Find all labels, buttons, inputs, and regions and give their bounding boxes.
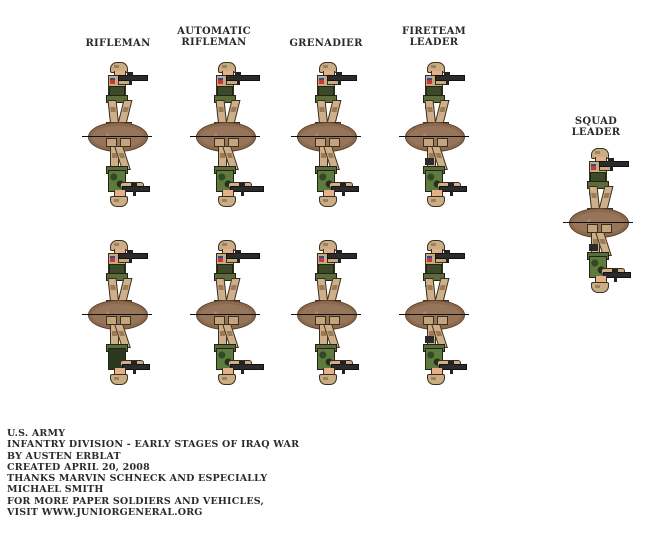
credit-line: CREATED APRIL 20, 2008: [7, 461, 150, 473]
rifle-icon: [230, 361, 264, 374]
soldier-figure-rifleman: [82, 62, 168, 212]
rifle-icon: [122, 183, 150, 196]
credit-line: FOR MORE PAPER SOLDIERS AND VEHICLES,: [7, 495, 265, 507]
ammo-pouch: [587, 181, 609, 189]
rifle-icon: [331, 183, 359, 196]
credit-line: MICHAEL SMITH: [7, 484, 104, 496]
helmet-icon: [319, 196, 337, 207]
boot: [329, 316, 340, 325]
label-rifleman: RIFLEMAN: [85, 38, 151, 49]
ammo-pouch: [106, 95, 128, 103]
rifle-icon: [439, 361, 467, 374]
rifle-icon: [603, 269, 631, 282]
soldier-figure-rifleman: [82, 240, 168, 390]
boot: [120, 316, 131, 325]
fold-line: [399, 314, 469, 315]
credit-line: U.S. ARMY: [7, 428, 66, 439]
fold-line: [190, 314, 260, 315]
rifle-icon: [327, 72, 357, 85]
label-fireteam-leader: FIRETEAM LEADER: [401, 26, 467, 48]
label-automatic-rifleman: AUTOMATIC RIFLEMAN: [177, 26, 251, 48]
credit-line: INFANTRY DIVISION - EARLY STAGES OF IRAQ…: [7, 439, 300, 451]
soldier-figure-fireteam-leader: [399, 240, 485, 390]
helmet-icon: [110, 374, 128, 385]
boot: [601, 224, 612, 233]
helmet-icon: [110, 196, 128, 207]
label-squad-leader: SQUAD LEADER: [571, 116, 621, 138]
helmet-icon: [591, 282, 609, 293]
rifle-icon: [435, 72, 465, 85]
rifle-icon: [435, 250, 465, 263]
boot: [228, 138, 239, 147]
helmet-icon: [427, 374, 445, 385]
base-stand: [405, 300, 465, 330]
ammo-pouch: [423, 95, 445, 103]
soldier-figure-grenadier: [291, 62, 377, 212]
rifle-icon: [230, 183, 264, 196]
ammo-pouch: [423, 273, 445, 281]
boot: [120, 138, 131, 147]
base-stand: [196, 122, 256, 152]
rifle-icon: [599, 158, 629, 171]
leg-pouch: [425, 336, 434, 343]
soldier-figure-grenadier: [291, 240, 377, 390]
fold-line: [82, 136, 152, 137]
boot: [329, 138, 340, 147]
rifle-icon: [331, 361, 359, 374]
rifle-icon: [122, 361, 150, 374]
credit-line: THANKS MARVIN SCHNECK AND ESPECIALLY: [7, 473, 268, 485]
credit-line: VISIT WWW.JUNIORGENERAL.ORG: [7, 507, 203, 519]
boot: [437, 138, 448, 147]
ammo-pouch: [214, 95, 236, 103]
soldier-figure-fireteam-leader: [399, 62, 485, 212]
helmet-icon: [218, 374, 236, 385]
helmet-icon: [319, 374, 337, 385]
leg-pouch: [589, 244, 598, 251]
credits-block: U.S. ARMY INFANTRY DIVISION - EARLY STAG…: [7, 428, 299, 518]
fold-line: [291, 136, 361, 137]
ammo-pouch: [315, 273, 337, 281]
rifle-icon: [226, 250, 260, 263]
boot: [437, 316, 448, 325]
base-stand: [405, 122, 465, 152]
fold-line: [563, 222, 633, 223]
rifle-icon: [439, 183, 467, 196]
soldier-figure-automatic-rifleman: [190, 62, 276, 212]
fold-line: [82, 314, 152, 315]
soldier-figure-squad-leader: [563, 148, 649, 298]
rifle-icon: [327, 250, 357, 263]
leg-pouch: [425, 158, 434, 165]
rifle-icon: [226, 72, 260, 85]
fold-line: [399, 136, 469, 137]
label-grenadier: GRENADIER: [289, 38, 363, 49]
helmet-icon: [218, 196, 236, 207]
ammo-pouch: [106, 273, 128, 281]
ammo-pouch: [214, 273, 236, 281]
helmet-icon: [427, 196, 445, 207]
ammo-pouch: [315, 95, 337, 103]
soldier-figure-automatic-rifleman: [190, 240, 276, 390]
boot: [228, 316, 239, 325]
fold-line: [190, 136, 260, 137]
rifle-icon: [118, 72, 148, 85]
fold-line: [291, 314, 361, 315]
rifle-icon: [118, 250, 148, 263]
credit-line: BY AUSTEN ERBLAT: [7, 450, 121, 462]
base-stand: [569, 208, 629, 238]
